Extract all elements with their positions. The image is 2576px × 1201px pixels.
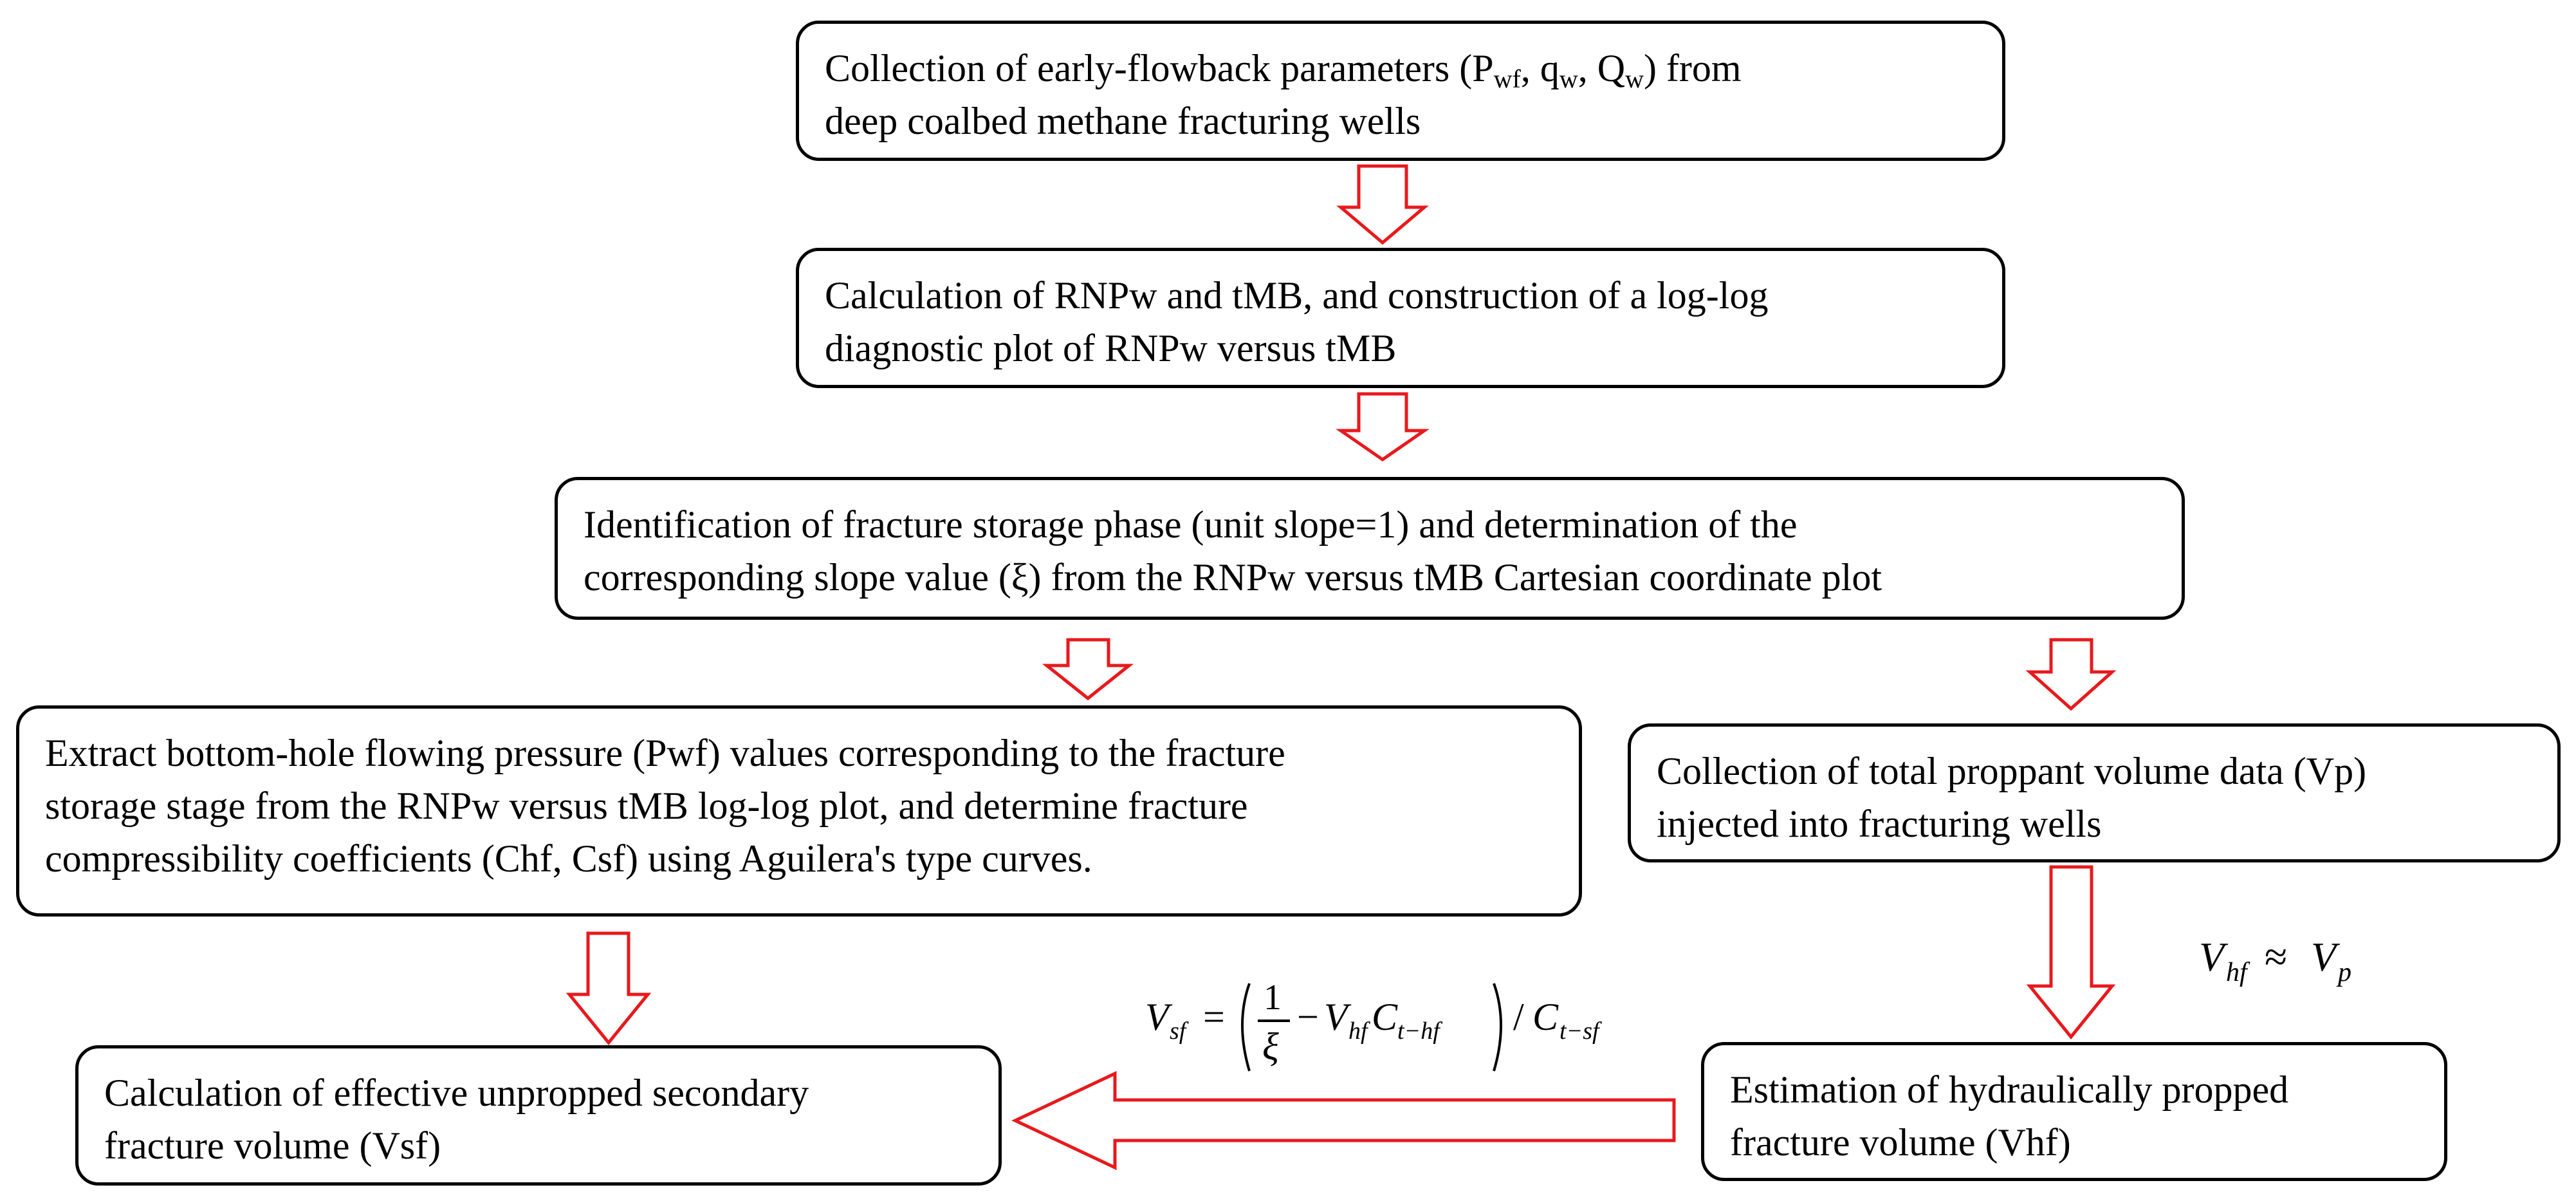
arrow-down-5 [566,931,652,1045]
box-secondary-line2: fracture volume (Vsf) [104,1124,441,1167]
eq-vsf-c: C [1372,996,1398,1038]
box-collection-line1: Collection of early-flowback parameters … [825,47,1742,93]
box-calculation-rnpw: Calculation of RNPw and tMB, and constru… [796,248,2005,388]
box-extract-line3: compressibility coefficients (Chf, Csf) … [45,837,1092,880]
box-collection-line2: deep coalbed methane fracturing wells [825,100,1421,142]
eq-vsf-lhs-sub: sf [1170,1018,1189,1045]
eq-vsf-den: ξ [1262,1025,1279,1068]
eq-vsf-paren-left [1241,983,1251,1072]
eq-vsf-v-sub: hf [1348,1018,1370,1045]
box-extract-pwf: Extract bottom-hole flowing pressure (Pw… [16,705,1582,917]
eq-vsf-num: 1 [1264,978,1282,1018]
equation-vsf: V sf = 1 ξ − V hf C t−hf / C t−sf [1145,978,1602,1072]
box-collection-flowback: Collection of early-flowback parameters … [796,21,2005,161]
eq-vsf-v: V [1324,996,1352,1038]
box-proppant-line2: injected into fracturing wells [1657,803,2102,845]
box-hydraulic-line2: fracture volume (Vhf) [1730,1121,2071,1164]
eq-vhf-lhs: V [2199,934,2229,980]
box-identification-storage: Identification of fracture storage phase… [555,477,2185,620]
arrow-down-3 [1042,638,1134,701]
eq-vsf-c-sub: t−hf [1397,1018,1442,1045]
box-hydraulic-fracture: Estimation of hydraulically propped frac… [1701,1042,2447,1181]
eq-vsf-slash: / [1513,996,1524,1038]
eq-vhf-lhs-sub: hf [2226,958,2250,987]
arrow-down-6 [2026,865,2116,1039]
eq-vsf-paren-right [1493,983,1502,1072]
eq-vhf-rhs: V [2311,934,2341,980]
box-secondary-line1: Calculation of effective unpropped secon… [104,1072,809,1114]
arrow-left-1 [1011,1071,1676,1170]
box-proppant-volume: Collection of total proppant volume data… [1628,723,2561,862]
box-calculation-line2: diagnostic plot of RNPw versus tMB [825,327,1397,369]
box-extract-line1: Extract bottom-hole flowing pressure (Pw… [45,732,1285,774]
eq-vsf-equals: = [1203,996,1225,1038]
box-calculation-line1: Calculation of RNPw and tMB, and constru… [825,274,1769,317]
eq-vsf-c2: C [1532,996,1559,1038]
arrow-down-1 [1336,164,1429,245]
arrow-down-2 [1335,392,1430,462]
box-secondary-fracture: Calculation of effective unpropped secon… [75,1045,1002,1186]
equation-vhf: V hf ≈ V p [2199,934,2351,987]
box-extract-line2: storage stage from the RNPw versus tMB l… [45,785,1248,827]
arrow-down-4 [2025,638,2117,711]
eq-vsf-lhs: V [1145,996,1173,1038]
eq-vhf-approx: ≈ [2265,934,2287,980]
eq-vsf-c2-sub: t−sf [1559,1018,1602,1045]
box-proppant-line1: Collection of total proppant volume data… [1657,750,2367,792]
eq-vhf-rhs-sub: p [2336,958,2351,987]
box-identification-line1: Identification of fracture storage phase… [584,503,1798,546]
eq-vsf-minus: − [1297,996,1319,1038]
box-identification-line2: corresponding slope value (ξ) from the R… [584,556,1882,599]
box-hydraulic-line1: Estimation of hydraulically propped [1730,1068,2289,1111]
